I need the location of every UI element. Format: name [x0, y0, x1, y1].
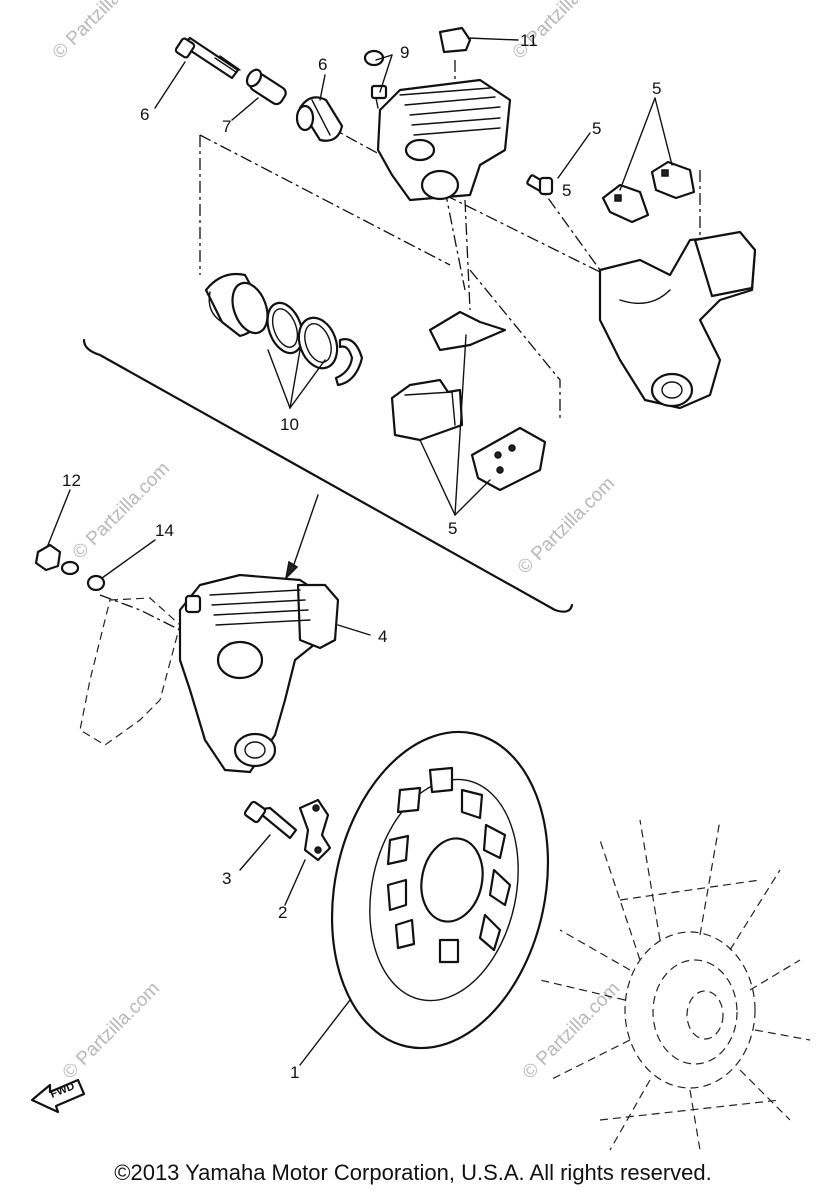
brake-pad: [390, 378, 464, 442]
watermark: © Partzilla.com: [59, 978, 164, 1083]
callout-1: 1: [290, 1063, 299, 1082]
pad-shim: [428, 310, 507, 352]
pad-spring-clips: [601, 160, 696, 224]
callout-9: 9: [400, 43, 409, 62]
callout-numbers: 1 2 3 4 5 5 5 5 6 6 7 9 10 11 12 14: [62, 31, 661, 1082]
rubber-boot: [295, 96, 344, 142]
wheel-hub: [539, 819, 811, 1151]
callout-6: 6: [318, 55, 327, 74]
disc-bolt-lockplate: [239, 798, 351, 1066]
callout-2: 2: [278, 903, 287, 922]
callout-11: 11: [520, 31, 538, 50]
caliper-piston: [204, 272, 269, 338]
brake-disc: [330, 730, 550, 1050]
bracket-arrowhead: [284, 560, 299, 581]
callout-5: 5: [448, 519, 457, 538]
pad-spring-plate: [470, 426, 547, 492]
forward-direction-arrow: FWD: [30, 1078, 86, 1114]
caliper-nut-washer: [34, 489, 156, 592]
caliper-bracket-upper: [598, 230, 757, 410]
callout-6: 6: [140, 105, 149, 124]
callout-4: 4: [378, 627, 387, 646]
caliper-body-upper: [376, 78, 512, 202]
callout-5: 5: [592, 119, 601, 138]
pad-cap: [438, 26, 472, 54]
callout-leaders-upper: [154, 37, 673, 516]
callout-5: 5: [562, 181, 571, 200]
caliper-bolt: [174, 36, 241, 80]
slide-pin: [245, 68, 287, 106]
callout-3: 3: [222, 869, 231, 888]
piston-seal-kit: [266, 301, 364, 387]
callout-5: 5: [652, 79, 661, 98]
watermark: © Partzilla.com: [69, 458, 174, 563]
callout-10: 10: [280, 415, 299, 434]
watermark: © Partzilla.com: [514, 473, 619, 578]
callout-14: 14: [155, 521, 174, 540]
copyright-notice: ©2013 Yamaha Motor Corporation, U.S.A. A…: [114, 1160, 712, 1185]
exploded-view-bracket: [82, 338, 574, 613]
bracket-pointer: [291, 494, 319, 571]
callout-12: 12: [62, 471, 81, 490]
watermark: © Partzilla.com: [49, 0, 154, 64]
watermark: © Partzilla.com: [519, 978, 624, 1083]
callout-7: 7: [222, 117, 231, 136]
caliper-assembly-lower: [79, 573, 371, 774]
pad-bolt: [526, 174, 554, 196]
